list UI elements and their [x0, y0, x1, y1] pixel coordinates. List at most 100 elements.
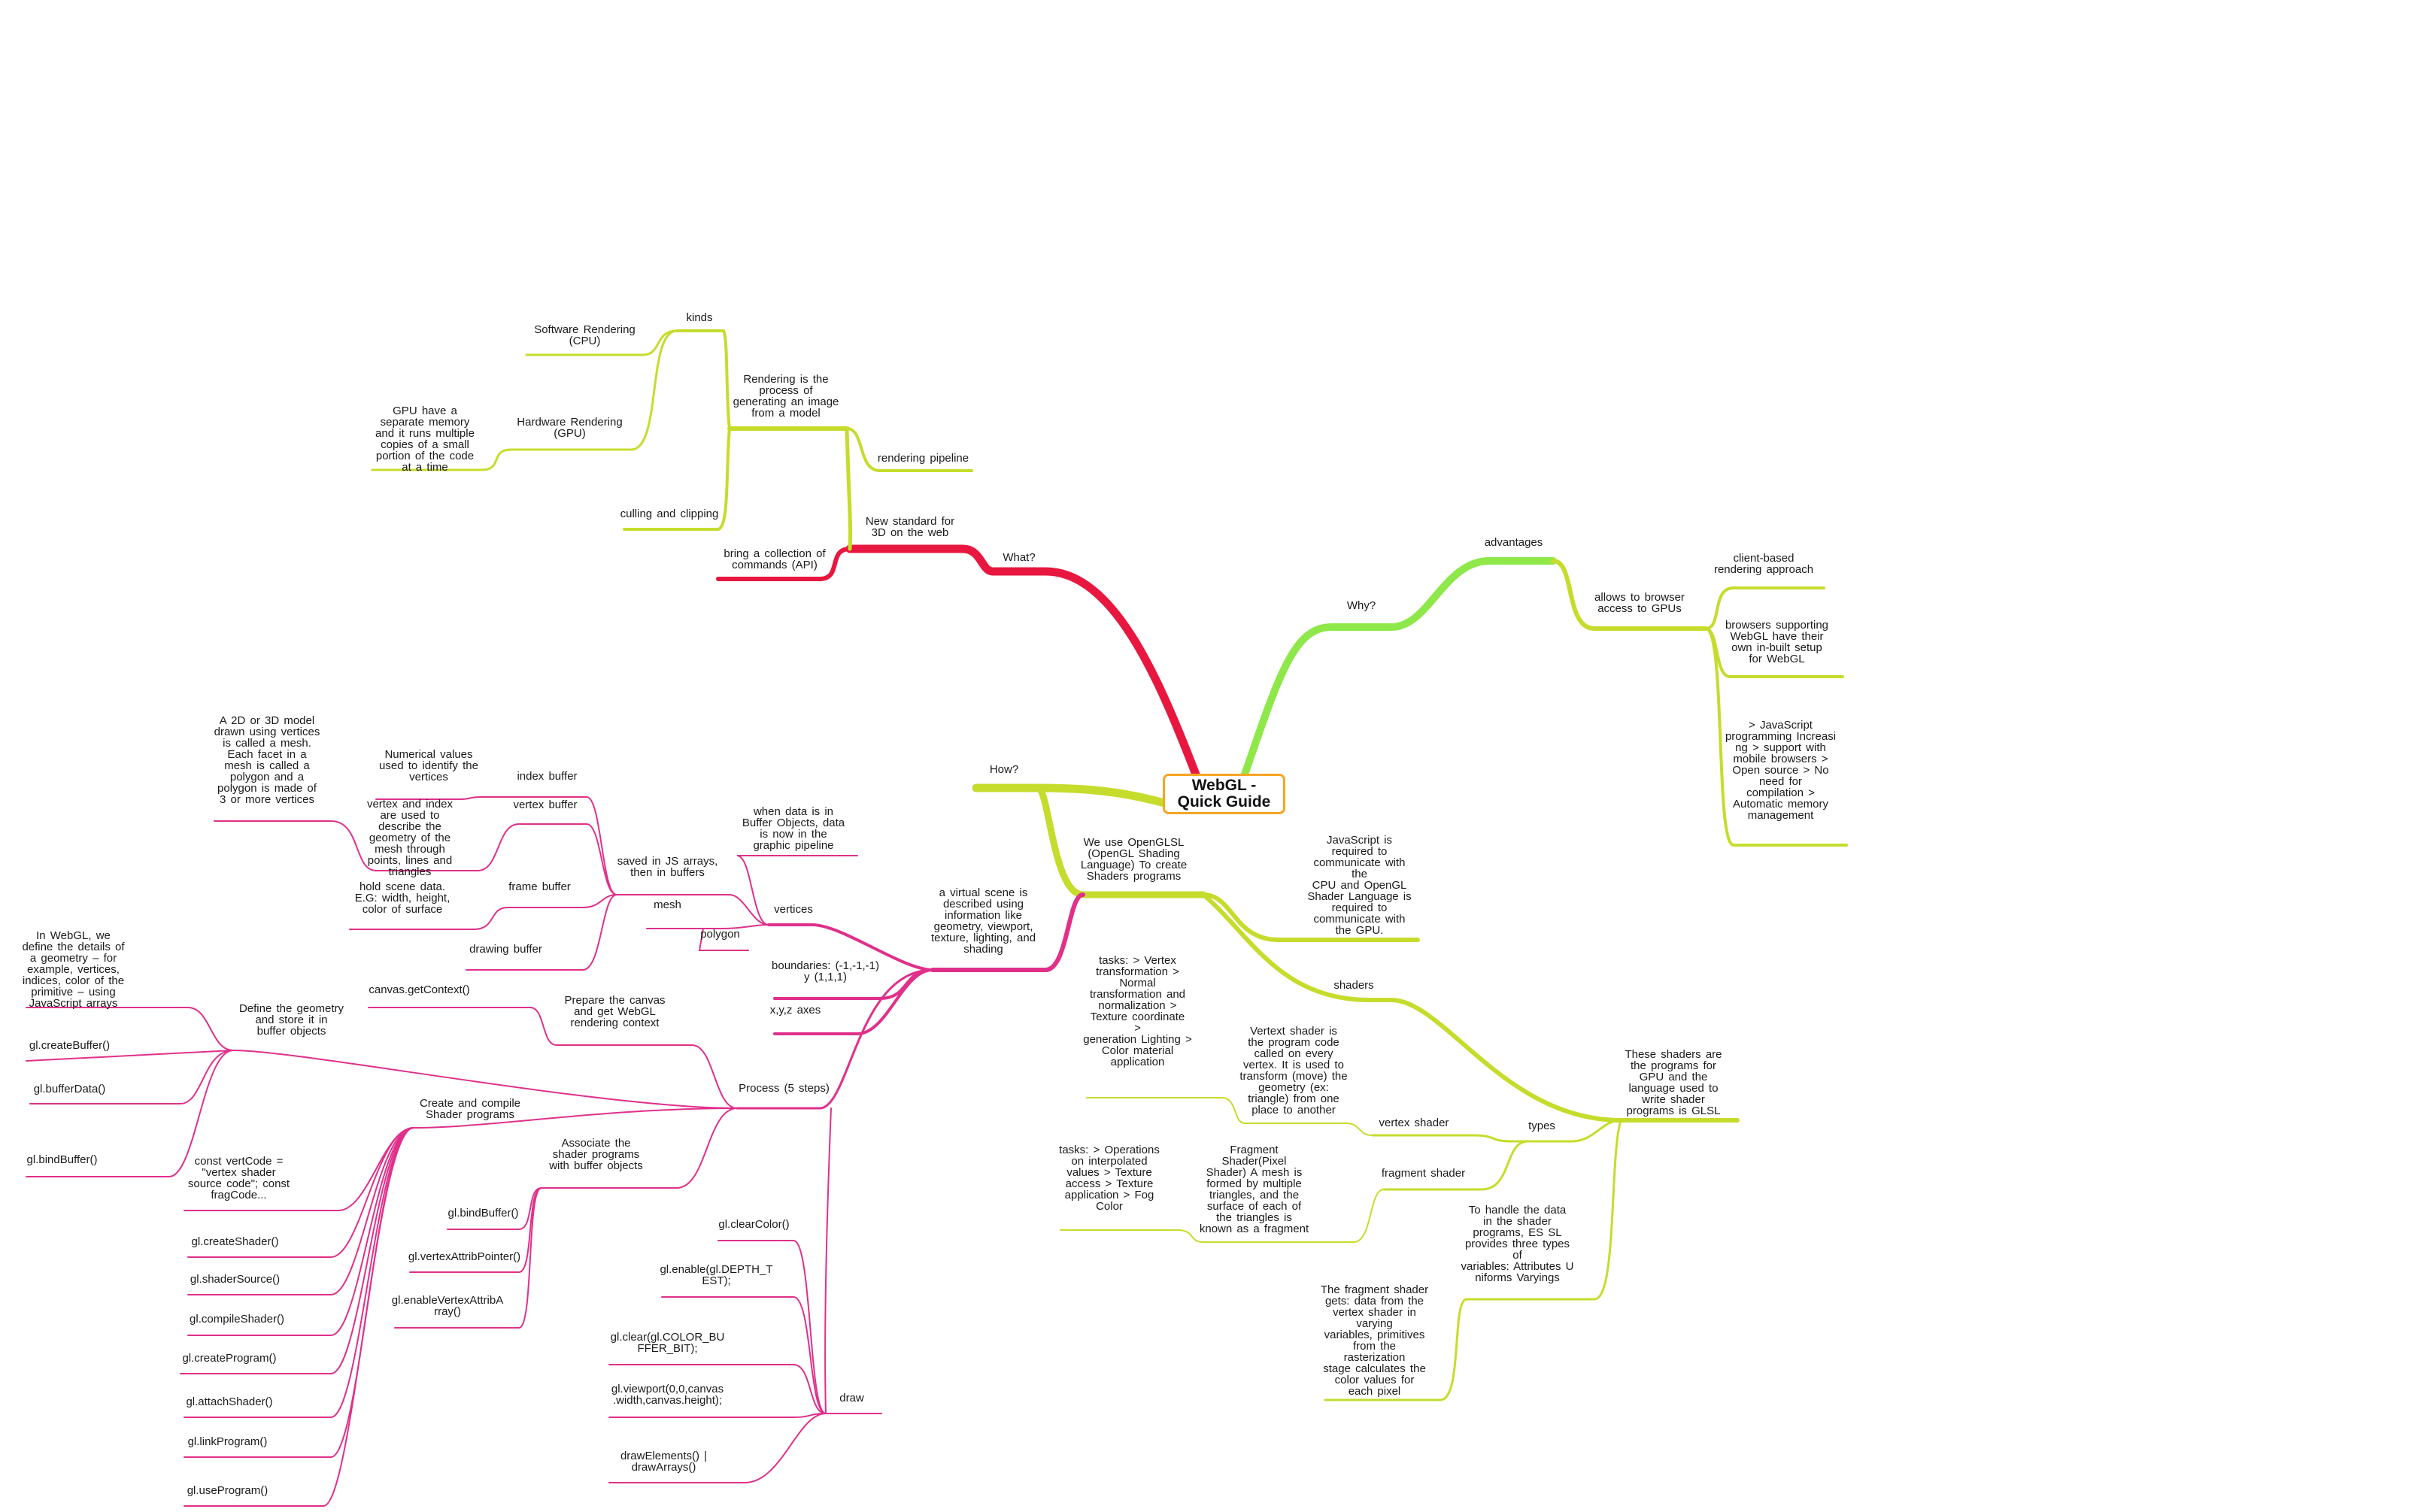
node-bind-buffer-1[interactable]: gl.bindBuffer()	[26, 1153, 98, 1166]
bind-buffer-2-branch	[447, 1187, 542, 1230]
node-culling[interactable]: culling and clipping	[620, 508, 719, 520]
node-how[interactable]: How?	[989, 763, 1019, 776]
node-fragment-gets[interactable]: The fragment shader gets: data from the …	[1320, 1283, 1429, 1398]
types-branch	[1510, 1119, 1622, 1143]
node-we-use-glsl[interactable]: We use OpenGLSL (OpenGL Shading Language…	[1080, 836, 1188, 883]
node-fragment-shader[interactable]: fragment shader	[1381, 1167, 1466, 1180]
node-xyz-axes[interactable]: x,y,z axes	[769, 1004, 821, 1017]
node-associate[interactable]: Associate the shader programs with buffe…	[549, 1137, 643, 1172]
node-const-vert[interactable]: const vertCode = "vertex shader source c…	[187, 1155, 290, 1201]
node-software-rendering[interactable]: Software Rendering (CPU)	[534, 323, 636, 347]
node-compile-shader[interactable]: gl.compileShader()	[190, 1313, 284, 1326]
node-advantages[interactable]: advantages	[1484, 536, 1543, 549]
node-new-standard[interactable]: New standard for 3D on the web	[865, 515, 955, 539]
node-mesh[interactable]: mesh	[654, 898, 681, 911]
culling-branch	[623, 427, 731, 531]
node-vertex-shader[interactable]: vertex shader	[1379, 1117, 1449, 1129]
node-vertex-buffer[interactable]: vertex buffer	[513, 798, 578, 811]
node-when-data[interactable]: when data is in Buffer Objects, data is …	[742, 805, 845, 852]
node-numerical-values[interactable]: Numerical values used to identify the ve…	[379, 748, 478, 783]
node-these-shaders[interactable]: These shaders are the programs for GPU a…	[1625, 1048, 1722, 1117]
node-js-programming[interactable]: > JavaScript programming Increasi ng > s…	[1725, 719, 1837, 822]
node-polygon[interactable]: polygon	[700, 928, 740, 941]
node-js-required[interactable]: JavaScript is required to communicate wi…	[1307, 834, 1412, 937]
node-link-program[interactable]: gl.linkProgram()	[187, 1435, 268, 1448]
node-buffer-data[interactable]: gl.bufferData()	[33, 1083, 106, 1095]
create-compile-branch	[413, 1107, 738, 1129]
node-fragment-desc[interactable]: Fragment Shader(Pixel Shader) A mesh is …	[1199, 1144, 1309, 1235]
node-bring-collection[interactable]: bring a collection of commands (API)	[724, 547, 826, 571]
node-boundaries[interactable]: boundaries: (-1,-1,-1) y (1,1,1)	[772, 959, 879, 983]
enable-depth-branch	[661, 1296, 827, 1414]
node-fragment-tasks[interactable]: tasks: > Operations on interpolated valu…	[1059, 1144, 1160, 1213]
vertex-attrib-pointer-branch	[409, 1187, 542, 1273]
node-saved-js[interactable]: saved in JS arrays, then in buffers	[617, 855, 718, 879]
bind-buffer-1-branch	[26, 1050, 234, 1177]
handle-data-branch	[1465, 1119, 1622, 1301]
node-vertices[interactable]: vertices	[774, 903, 813, 916]
vertex-index-branch	[375, 823, 520, 871]
node-use-program[interactable]: gl.useProgram()	[187, 1484, 268, 1497]
node-kinds[interactable]: kinds	[686, 311, 713, 324]
node-handle-data[interactable]: To handle the data in the shader program…	[1461, 1204, 1574, 1284]
bring-collection-branch	[716, 547, 852, 581]
node-in-webgl[interactable]: In WebGL, we define the details of a geo…	[22, 929, 125, 1010]
node-hold-scene[interactable]: hold scene data. E.G: width, height, col…	[354, 880, 451, 916]
node-mesh-desc[interactable]: A 2D or 3D model drawn using vertices is…	[214, 714, 320, 806]
attach-shader-branch	[184, 1127, 414, 1418]
node-draw[interactable]: draw	[839, 1392, 864, 1404]
node-hardware-rendering[interactable]: Hardware Rendering (GPU)	[517, 416, 623, 440]
node-browsers-supporting[interactable]: browsers supporting WebGL have their own…	[1725, 619, 1829, 665]
node-prepare-canvas[interactable]: Prepare the canvas and get WebGL renderi…	[564, 994, 666, 1029]
node-enable-depth[interactable]: gl.enable(gl.DEPTH_T EST);	[660, 1263, 773, 1287]
node-viewport[interactable]: gl.viewport(0,0,canvas .width,canvas.hei…	[611, 1383, 724, 1407]
node-vertex-attrib-pointer[interactable]: gl.vertexAttribPointer()	[408, 1250, 521, 1263]
node-vertex-tasks[interactable]: tasks: > Vertex transformation > Normal …	[1083, 954, 1192, 1068]
associate-branch	[541, 1107, 738, 1189]
shaders-branch	[1201, 892, 1740, 1123]
clear-branch	[608, 1364, 827, 1414]
gpu-note-branch	[371, 448, 513, 471]
node-vertex-index-desc[interactable]: vertex and index are used to describe th…	[366, 798, 454, 878]
hardware-rendering-branch	[510, 329, 678, 451]
node-drawing-buffer[interactable]: drawing buffer	[469, 943, 542, 956]
node-vertex-shader-desc[interactable]: Vertext shader is the program code calle…	[1239, 1025, 1348, 1117]
node-create-buffer[interactable]: gl.createBuffer()	[29, 1039, 111, 1052]
node-rendering-is[interactable]: Rendering is the process of generating a…	[733, 373, 839, 420]
node-get-context[interactable]: canvas.getContext()	[369, 983, 470, 996]
enable-vertex-attrib-branch	[394, 1187, 542, 1329]
vertices-branch	[767, 923, 934, 971]
viewport-branch	[608, 1413, 827, 1418]
frame-buffer-branch	[507, 894, 617, 908]
node-allows-browser[interactable]: allows to browser access to GPUs	[1594, 591, 1685, 615]
node-client-based[interactable]: client-based rendering approach	[1713, 552, 1814, 576]
node-create-shader[interactable]: gl.createShader()	[191, 1235, 279, 1248]
node-draw-elements[interactable]: drawElements() | drawArrays()	[620, 1450, 708, 1474]
node-bind-buffer-2[interactable]: gl.bindBuffer()	[447, 1207, 519, 1220]
node-index-buffer[interactable]: index buffer	[517, 770, 578, 783]
node-create-program[interactable]: gl.createProgram()	[182, 1352, 277, 1365]
node-process[interactable]: Process (5 steps)	[739, 1082, 830, 1095]
node-types[interactable]: types	[1528, 1120, 1555, 1132]
node-create-compile[interactable]: Create and compile Shader programs	[419, 1097, 521, 1121]
node-clear[interactable]: gl.clear(gl.COLOR_BU FFER_BIT);	[610, 1331, 725, 1355]
node-why[interactable]: Why?	[1346, 599, 1376, 612]
node-enable-vertex-attrib[interactable]: gl.enableVertexAttribA rray()	[391, 1294, 504, 1318]
root-topic-webgl-quick-guide[interactable]: WebGL - Quick Guide	[1163, 774, 1285, 814]
node-define-geometry[interactable]: Define the geometry and store it in buff…	[238, 1002, 344, 1038]
node-shader-source[interactable]: gl.shaderSource()	[190, 1273, 281, 1286]
node-frame-buffer[interactable]: frame buffer	[508, 880, 571, 893]
node-what[interactable]: What?	[1003, 551, 1036, 564]
node-attach-shader[interactable]: gl.attachShader()	[186, 1395, 273, 1408]
clear-color-branch	[717, 1240, 827, 1414]
node-virtual-scene[interactable]: a virtual scene is described using infor…	[930, 886, 1036, 956]
node-rendering-pipeline[interactable]: rendering pipeline	[877, 452, 969, 465]
vertex-buffer-branch	[518, 823, 617, 895]
buffer-data-branch	[29, 1050, 234, 1104]
node-shaders[interactable]: shaders	[1333, 979, 1374, 992]
node-gpu-note[interactable]: GPU have a separate memory and it runs m…	[375, 405, 475, 474]
new-standard-branch	[845, 426, 853, 551]
advantages-branch	[1551, 559, 1708, 631]
node-clear-color[interactable]: gl.clearColor()	[718, 1218, 790, 1231]
